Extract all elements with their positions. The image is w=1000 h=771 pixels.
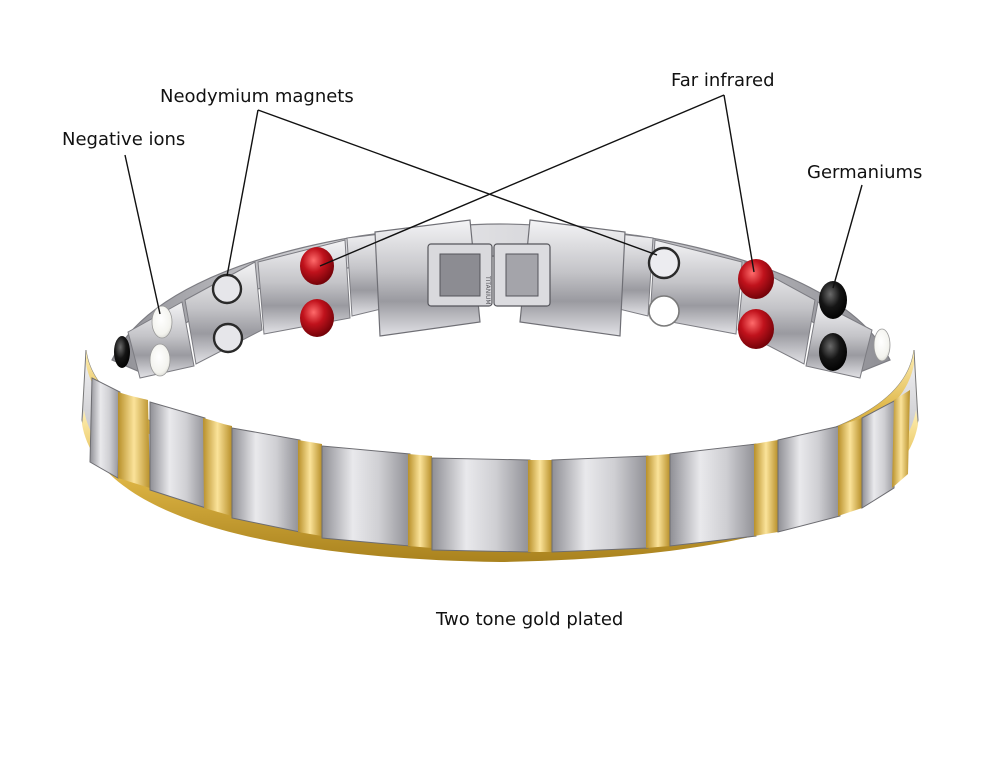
far-infrared-stone xyxy=(738,259,774,299)
germanium-stone xyxy=(819,333,847,371)
germanium-stone xyxy=(819,281,847,319)
leader-line-neodymium-left xyxy=(226,109,259,277)
stones xyxy=(114,246,891,377)
far-infrared-stone xyxy=(300,247,334,285)
front-links xyxy=(89,377,910,553)
neodymium-magnet-stone xyxy=(211,273,243,305)
neodymium-magnet-stone xyxy=(212,322,244,354)
label-germaniums: Germaniums xyxy=(807,162,923,183)
negative-ion-stone xyxy=(873,328,891,362)
neodymium-magnet-stone xyxy=(648,295,680,327)
label-negative-ions: Negative ions xyxy=(62,129,186,150)
leader-lines xyxy=(124,94,863,315)
negative-ion-stone xyxy=(149,343,171,377)
negative-ion-stone xyxy=(151,305,173,339)
label-neodymium-magnets: Neodymium magnets xyxy=(160,86,354,107)
leader-line-far-infrared-right xyxy=(723,94,755,273)
clasp: TITANIUM xyxy=(374,219,626,337)
clasp-engraving: TITANIUM xyxy=(484,275,491,305)
leader-line-germaniums xyxy=(832,184,863,289)
neodymium-magnet-stone xyxy=(647,246,681,280)
leader-line-far-infrared-left xyxy=(319,94,725,267)
leader-line-neodymium-right xyxy=(257,109,658,256)
label-far-infrared: Far infrared xyxy=(671,70,775,91)
leader-line-negative-ions xyxy=(124,154,161,315)
caption: Two tone gold plated xyxy=(436,609,624,630)
far-infrared-stone xyxy=(738,309,774,349)
far-infrared-stone xyxy=(300,299,334,337)
germanium-stone xyxy=(114,336,130,368)
